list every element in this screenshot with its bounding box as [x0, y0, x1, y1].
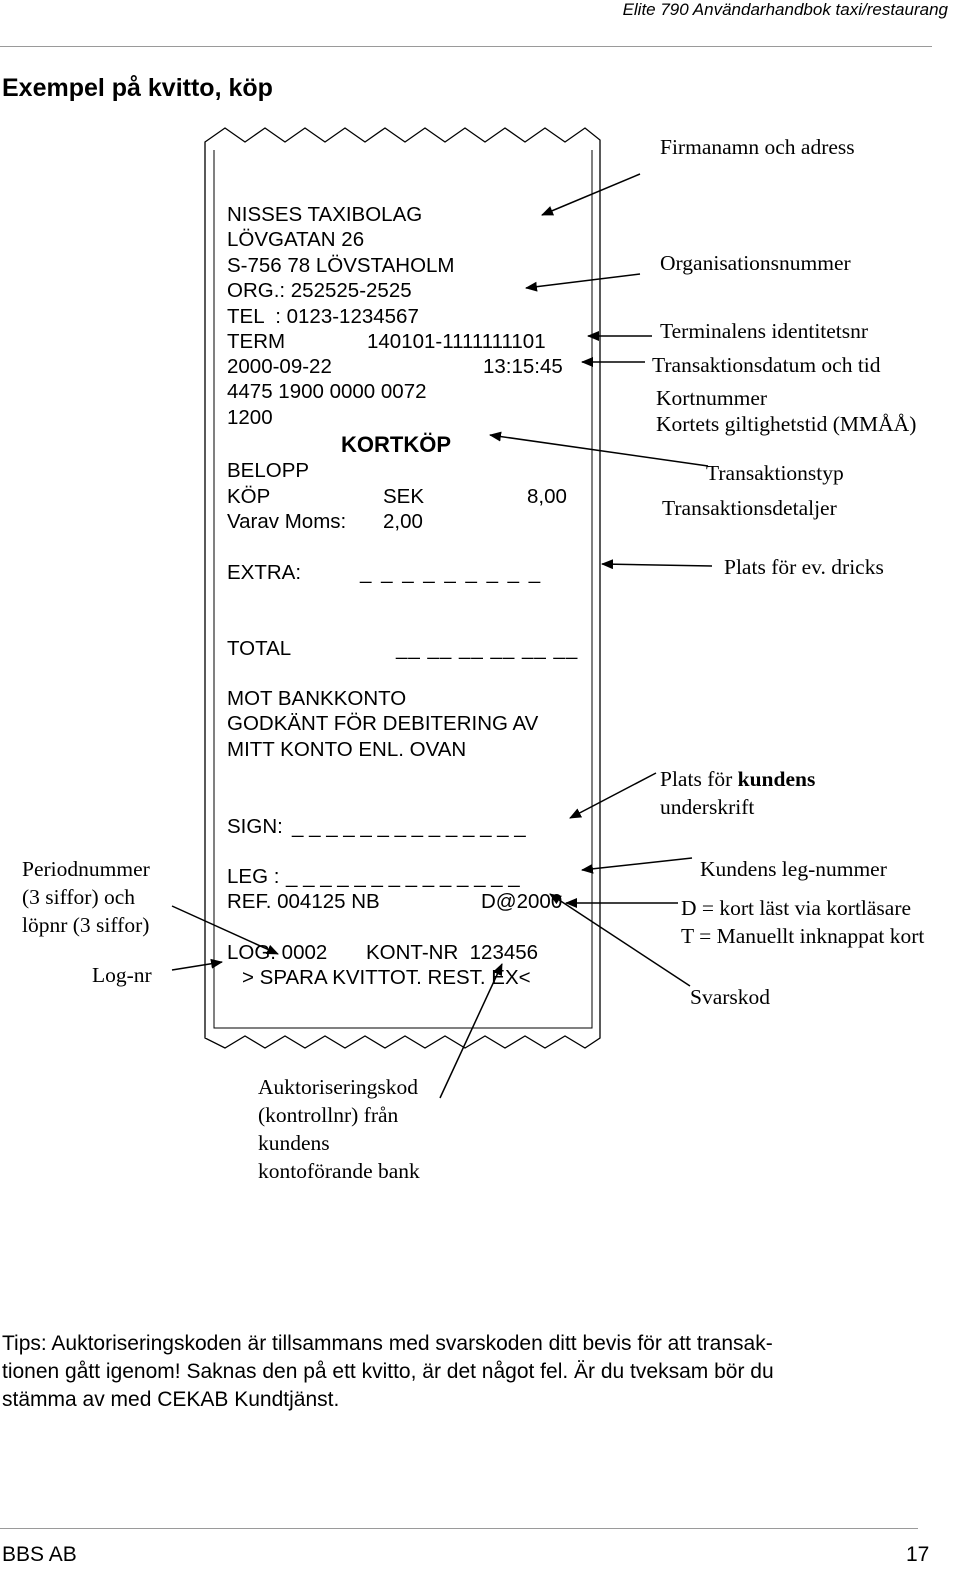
- annotation-underskrift-bold: kundens: [737, 767, 816, 791]
- receipt-tel: TEL : 0123-1234567: [227, 305, 419, 328]
- receipt-belopp-label: BELOPP: [227, 459, 310, 482]
- arrow-log-nr: [171, 958, 223, 971]
- receipt-company-name: NISSES TAXIBOLAG: [227, 203, 423, 226]
- receipt-paper-inner: [213, 150, 593, 1029]
- footer-company: BBS AB: [2, 1543, 77, 1566]
- annotation-d-kort: D = kort läst via kortläsare: [681, 896, 912, 920]
- receipt-time: 13:15:45: [483, 355, 563, 378]
- receipt-log: LOG. 0002: [227, 941, 328, 964]
- receipt-total-label: TOTAL: [227, 637, 292, 660]
- arrow-dricks: [601, 559, 713, 570]
- annotation-auktorisering-line4: kontoförande bank: [258, 1159, 420, 1183]
- tips-line-3: stämma av med CEKAB Kundtjänst.: [2, 1388, 340, 1411]
- footer-divider: [0, 1528, 918, 1529]
- annotation-terminal-id: Terminalens identitetsnr: [660, 319, 869, 343]
- receipt-street: LÖVGATAN 26: [227, 228, 365, 251]
- annotation-underskrift-line1: Plats för kundens: [660, 767, 816, 791]
- annotation-log-nr: Log-nr: [92, 963, 152, 987]
- arrow-periodnummer: [171, 905, 279, 955]
- receipt-kop-label: KÖP: [227, 485, 271, 508]
- receipt-card-number: 4475 1900 0000 0072: [227, 380, 427, 403]
- receipt-kont-nr: KONT-NR 123456: [366, 941, 539, 964]
- annotation-periodnummer-line2: (3 siffor) och: [22, 885, 136, 909]
- annotation-periodnummer-line3: löpnr (3 siffor): [22, 913, 150, 937]
- receipt-moms-amount: 2,00: [383, 510, 423, 533]
- receipt-term-value: 140101-1111111101: [367, 330, 546, 353]
- receipt-leg-label: LEG :: [227, 865, 280, 888]
- receipt-currency: SEK: [383, 485, 425, 508]
- page-number: 17: [906, 1543, 930, 1566]
- annotation-transaktionsdetaljer: Transaktionsdetaljer: [662, 496, 837, 520]
- receipt-godkant: GODKÄNT FÖR DEBITERING AV: [227, 712, 539, 735]
- annotation-trans-datetime: Transaktionsdatum och tid: [652, 353, 881, 377]
- receipt-sign-label: SIGN:: [227, 815, 283, 838]
- annotation-auktorisering-line2: (kontrollnr) från: [258, 1103, 399, 1127]
- arrow-firmanamn: [541, 173, 641, 216]
- receipt-ref: REF. 004125 NB: [227, 890, 380, 913]
- tips-line-1: Tips: Auktoriseringskoden är tillsammans…: [2, 1332, 773, 1355]
- annotation-t-manuellt: T = Manuellt inknappat kort: [681, 924, 925, 948]
- receipt-sign-line: _ _ _ _ _ _ _ _ _ _ _ _ _ _: [292, 815, 526, 838]
- receipt-mitt-konto: MITT KONTO ENL. OVAN: [227, 738, 467, 761]
- annotation-kortnummer: Kortnummer: [656, 386, 768, 410]
- annotation-org-nr: Organisationsnummer: [660, 251, 851, 275]
- annotation-periodnummer-line1: Periodnummer: [22, 857, 150, 881]
- annotation-firmanamn: Firmanamn och adress: [660, 135, 855, 159]
- running-header: Elite 790 Användarhandbok taxi/restauran…: [622, 0, 948, 19]
- arrow-svarskod: [549, 893, 691, 987]
- receipt-term-label: TERM: [227, 330, 286, 353]
- annotation-giltighet: Kortets giltighetstid (MMÅÅ): [656, 412, 917, 436]
- receipt-expiry: 1200: [227, 406, 273, 429]
- tips-paragraph: Tips: Auktoriseringskoden är tillsammans…: [2, 1330, 774, 1414]
- annotation-auktorisering-line3: kundens: [258, 1131, 330, 1155]
- receipt-date: 2000-09-22: [227, 355, 332, 378]
- annotation-auktorisering-line1: Auktoriseringskod: [258, 1075, 419, 1099]
- receipt-moms-label: Varav Moms:: [227, 510, 347, 533]
- receipt-extra-label: EXTRA:: [227, 561, 302, 584]
- receipt-response-code: D@2000: [481, 890, 563, 913]
- tips-line-2: tionen gått igenom! Saknas den på ett kv…: [2, 1360, 774, 1383]
- arrow-org: [525, 273, 641, 292]
- receipt-kop-amount: 8,00: [527, 485, 567, 508]
- annotation-leg-nummer: Kundens leg-nummer: [700, 857, 887, 881]
- annotation-svarskod: Svarskod: [690, 985, 771, 1009]
- annotation-underskrift-prefix: Plats för: [660, 767, 738, 791]
- receipt-extra-line: _ _ _ _ _ _ _ _ _: [360, 561, 543, 584]
- receipt-org: ORG.: 252525-2525: [227, 279, 412, 302]
- receipt-mot-bankkonto: MOT BANKKONTO: [227, 687, 407, 710]
- receipt-spara: > SPARA KVITTOT. REST. EX<: [242, 966, 531, 989]
- annotation-transaktionstyp: Transaktionstyp: [706, 461, 844, 485]
- receipt-paper-outer: [204, 127, 601, 1049]
- receipt-postal-city: S-756 78 LÖVSTAHOLM: [227, 254, 455, 277]
- receipt-transaction-type: KORTKÖP: [341, 432, 451, 457]
- annotation-dricks: Plats för ev. dricks: [724, 555, 884, 579]
- receipt-leg-line: _ _ _ _ _ _ _ _ _ _ _ _ _ _: [286, 865, 520, 888]
- receipt-total-line: __ __ __ __ __ __: [396, 637, 579, 660]
- arrow-underskrift: [569, 772, 657, 819]
- arrow-leg: [581, 857, 693, 874]
- arrow-transtyp: [489, 431, 709, 467]
- arrow-auktorisering: [439, 963, 503, 1099]
- annotation-underskrift-line2: underskrift: [660, 795, 755, 819]
- header-divider: [0, 46, 932, 47]
- section-title: Exempel på kvitto, köp: [2, 74, 273, 102]
